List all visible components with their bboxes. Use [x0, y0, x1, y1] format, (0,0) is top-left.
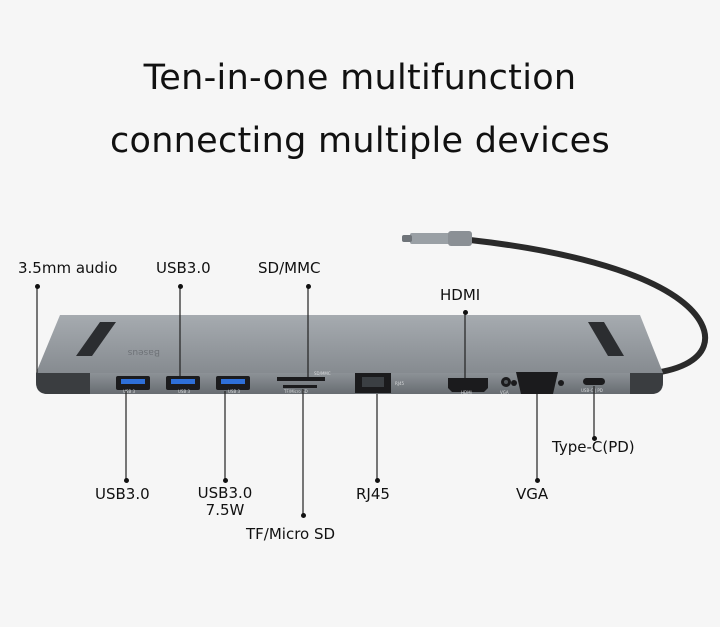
- svg-text:SD/MMC: SD/MMC: [314, 371, 331, 376]
- dot-type-c: [591, 436, 597, 441]
- svg-text:TF/Micro SD: TF/Micro SD: [283, 389, 308, 394]
- hub-top-face: [36, 315, 663, 373]
- label-usb-top: USB3.0: [156, 259, 211, 277]
- label-audio: 3.5mm audio: [18, 259, 118, 277]
- hub-right-cap: [630, 373, 663, 394]
- port-vga: [516, 372, 558, 394]
- port-tf-slot: [283, 385, 317, 388]
- label-sd-mmc: SD/MMC: [258, 259, 321, 277]
- usb-c-plug-metal: [410, 233, 450, 244]
- svg-text:RJ45: RJ45: [395, 381, 405, 386]
- label-usb-bottom-mid: USB3.0 7.5W: [196, 485, 254, 519]
- dot-audio: [34, 284, 40, 289]
- svg-text:USB 3: USB 3: [123, 389, 135, 394]
- label-hdmi: HDMI: [440, 286, 481, 304]
- dot-hdmi: [462, 310, 468, 315]
- rubber-strip-left: [76, 322, 116, 356]
- svg-text:HDMI: HDMI: [461, 390, 472, 395]
- port-sd-slot: [277, 377, 325, 381]
- label-type-c: Type-C(PD): [552, 438, 635, 456]
- leader-lines: [36, 287, 595, 515]
- usb-c-plug-collar: [448, 231, 472, 246]
- dot-usb-bottom-mid: [222, 478, 228, 483]
- dot-vga: [534, 478, 540, 483]
- hub-left-cap: [36, 373, 90, 394]
- headline-line-2: connecting multiple devices: [109, 121, 611, 161]
- label-usb-bottom-mid-line1: USB3.0: [197, 484, 253, 502]
- dot-tf: [300, 513, 306, 518]
- label-vga: VGA: [516, 485, 549, 503]
- label-tf-micro-sd: TF/Micro SD: [246, 525, 336, 543]
- dot-usb-bottom-left: [123, 478, 129, 483]
- svg-text:USB-C | PD: USB-C | PD: [581, 388, 603, 393]
- svg-text:USB 3: USB 3: [228, 389, 240, 394]
- svg-text:VGA: VGA: [500, 390, 509, 395]
- label-rj45: RJ45: [356, 485, 390, 503]
- headline-line-1: Ten-in-one multifunction: [143, 58, 577, 98]
- usb-c-plug-tip: [402, 235, 412, 242]
- dot-rj45: [374, 478, 380, 483]
- svg-text:USB 3: USB 3: [178, 389, 190, 394]
- brand-mark: Baseus: [127, 347, 160, 357]
- rubber-strip-right: [588, 322, 624, 356]
- dot-usb-top: [177, 284, 183, 289]
- label-usb-bottom-left: USB3.0: [95, 485, 150, 503]
- port-hdmi: [448, 378, 488, 392]
- cable: [467, 237, 709, 377]
- dot-sd: [305, 284, 311, 289]
- port-type-c: [583, 378, 605, 385]
- label-usb-bottom-mid-line2: 7.5W: [205, 501, 245, 519]
